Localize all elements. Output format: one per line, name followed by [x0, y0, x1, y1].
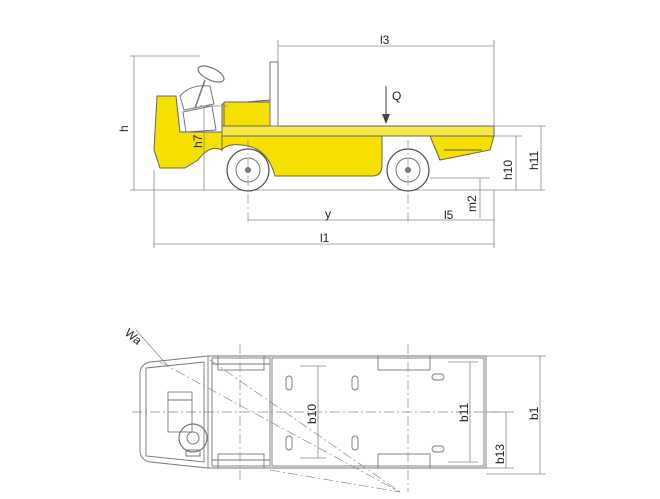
label-b13: b13	[493, 444, 507, 464]
label-l5: l5	[444, 208, 454, 222]
label-b1: b1	[527, 406, 541, 420]
label-m2: m2	[465, 195, 479, 212]
dimension-h: h	[117, 55, 200, 190]
load-arrow-q: Q	[382, 86, 401, 124]
dimension-b13: b13	[486, 411, 514, 469]
steering-wheel-icon	[194, 65, 225, 109]
label-h7: h7	[191, 134, 205, 148]
cabin-body	[153, 61, 279, 169]
dimension-h7: h7	[191, 105, 228, 190]
label-l1: l1	[320, 231, 330, 245]
label-h11: h11	[527, 151, 541, 170]
dimension-l5: l5	[408, 190, 495, 248]
label-l3: l3	[380, 33, 390, 47]
dimension-l3: l3	[277, 33, 495, 126]
dimension-b1: b1	[486, 355, 546, 475]
label-y: y	[325, 207, 331, 221]
dimension-h11: h11	[494, 125, 546, 190]
label-q: Q	[392, 89, 401, 103]
label-h: h	[117, 125, 131, 132]
dimension-b11: b11	[448, 361, 478, 463]
dimension-wa: Wa	[122, 326, 169, 367]
dimension-m2: m2	[430, 177, 490, 218]
dimension-h10: h10	[494, 135, 522, 190]
platform-slots	[285, 373, 445, 453]
label-b10: b10	[305, 404, 319, 424]
label-b11: b11	[457, 403, 471, 422]
side-view: l3 Q h h7 h10 h11	[117, 33, 546, 248]
dimension-y: y	[248, 207, 408, 221]
dimension-l1: l1	[153, 170, 494, 248]
wheels-top	[217, 355, 431, 469]
steering-wheel-top-icon	[178, 423, 208, 457]
label-wa: Wa	[122, 326, 145, 348]
turning-lines	[159, 344, 409, 493]
label-h10: h10	[501, 160, 515, 180]
cargo-platform	[221, 125, 495, 177]
top-view: Wa b10 b11 b13 b1	[122, 326, 546, 493]
dimension-b10: b10	[300, 365, 326, 459]
